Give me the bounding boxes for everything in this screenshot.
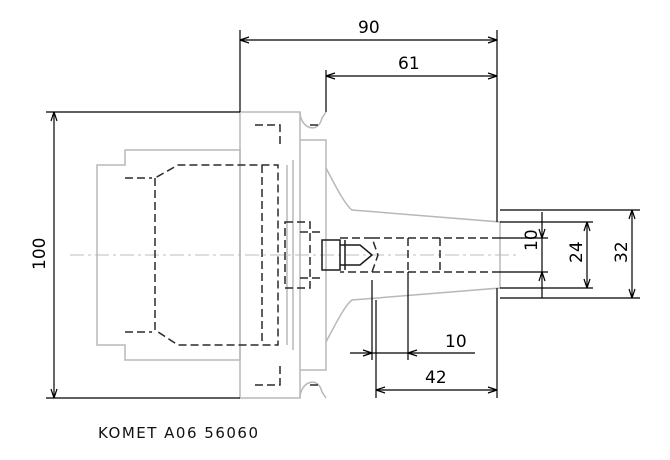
- dimension-overall-length: 90: [239, 18, 498, 222]
- dim-label-nose-diameter: 32: [612, 241, 632, 263]
- dim-label-bore-diameter: 10: [522, 229, 542, 251]
- dimension-inner-diameter: 24: [500, 221, 593, 289]
- drawing-caption: KOMET A06 56060: [98, 424, 260, 442]
- dim-label-bore-length: 42: [425, 368, 447, 388]
- dim-label-flange-diameter: 100: [30, 238, 50, 270]
- dim-label-short-length: 10: [445, 332, 467, 352]
- dim-label-taper-length: 61: [398, 54, 420, 74]
- tool-holder-outline: [96, 111, 501, 399]
- hidden-features: [125, 124, 500, 386]
- dimension-taper-length: 61: [325, 54, 498, 112]
- dimension-nose-diameter: 32: [500, 209, 640, 299]
- dim-label-inner-diameter: 24: [567, 241, 587, 263]
- solid-details: [321, 239, 374, 271]
- dimension-short-length: 10: [350, 272, 475, 360]
- dimension-flange-diameter: 100: [30, 111, 240, 399]
- dimension-bore-length: 42: [375, 288, 498, 398]
- dim-label-overall-length: 90: [358, 18, 380, 38]
- dimension-bore-diameter: 10: [500, 212, 548, 298]
